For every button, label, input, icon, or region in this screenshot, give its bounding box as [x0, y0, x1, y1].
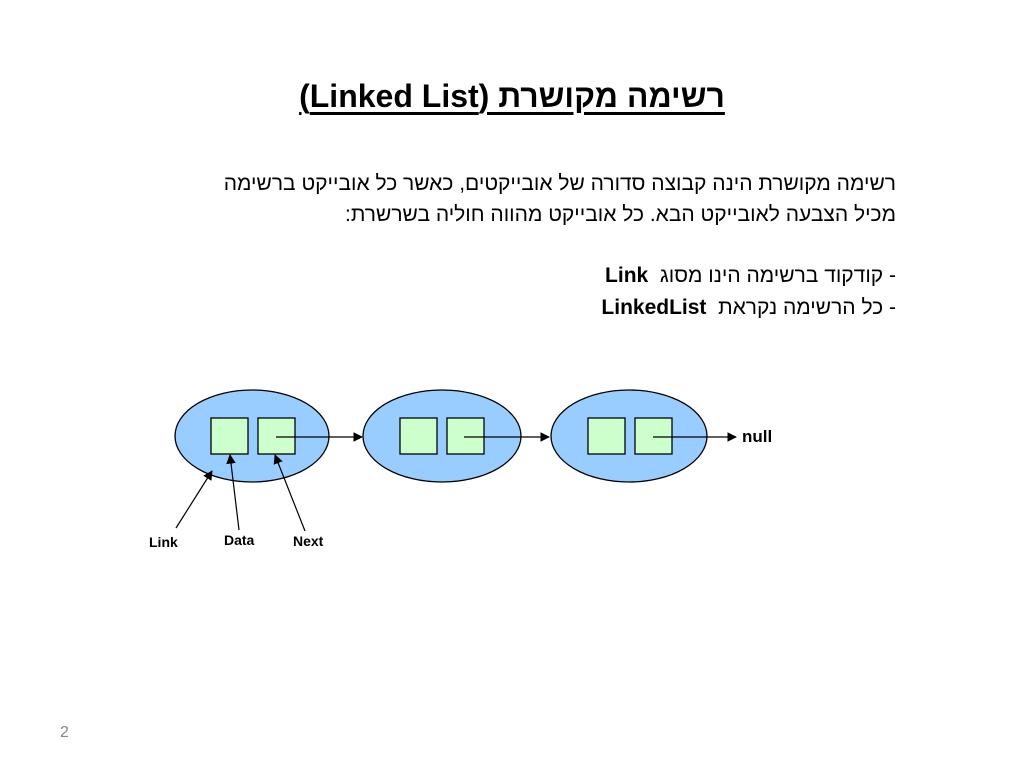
bullet-term: Link — [605, 264, 649, 287]
next-callout-arrow — [273, 454, 306, 532]
bullet-text: כל הרשימה נקראת — [718, 296, 884, 319]
bullet-marker: - — [883, 264, 896, 287]
page-number: 2 — [60, 724, 69, 741]
data-field — [587, 417, 626, 455]
data-callout-label: Data — [224, 532, 255, 548]
slide-title: רשימה מקושרת (Linked List) — [299, 78, 725, 114]
bullet-list: - קודקוד ברשימה הינו מסוג Link - כל הרשי… — [120, 260, 896, 324]
list-node-2 — [362, 389, 522, 483]
node-ellipse — [174, 389, 330, 483]
intro-line-2: מכיל הצבעה לאובייקט הבא. כל אובייקט מהוו… — [345, 203, 896, 226]
next-field — [257, 417, 296, 455]
next-field — [634, 417, 673, 455]
data-field — [399, 417, 438, 455]
bullet-text: קודקוד ברשימה הינו מסוג — [659, 264, 884, 287]
list-node-1 — [174, 389, 330, 483]
node-ellipse — [550, 389, 708, 483]
next-field — [446, 417, 485, 455]
intro-paragraph: רשימה מקושרת הינה קבוצה סדורה של אובייקט… — [120, 168, 896, 230]
bullet-marker: - — [883, 296, 896, 319]
link-callout-label: Link — [149, 534, 178, 550]
bullet-term: LinkedList — [601, 296, 707, 319]
data-callout-arrow — [226, 454, 240, 531]
link-callout-arrow — [175, 470, 213, 529]
bullet-item-list-name: - כל הרשימה נקראת LinkedList — [120, 292, 896, 324]
list-node-3 — [550, 389, 708, 483]
node-ellipse — [362, 389, 522, 483]
intro-line-1: רשימה מקושרת הינה קבוצה סדורה של אובייקט… — [223, 172, 896, 195]
data-field — [210, 417, 249, 455]
bullet-item-link-type: - קודקוד ברשימה הינו מסוג Link — [120, 260, 896, 292]
next-callout-label: Next — [293, 533, 324, 549]
null-terminal-label: null — [742, 427, 772, 446]
